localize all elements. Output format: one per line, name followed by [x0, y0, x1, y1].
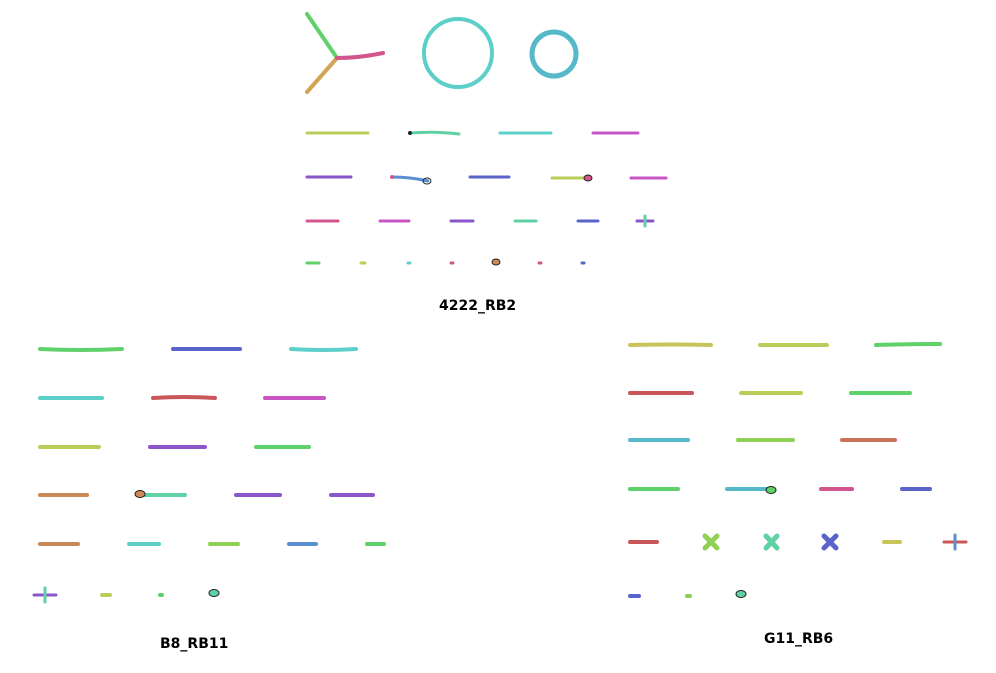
x-arm [821, 533, 839, 551]
panel-label-b8-rb11: B8_RB11 [160, 636, 229, 652]
panel-label-g11-rb6: G11_RB6 [764, 631, 834, 647]
centromere-marker [735, 590, 747, 598]
chromosome [628, 342, 713, 347]
cross-chromosome [32, 586, 58, 604]
x-arm [702, 533, 720, 551]
branched-chromosome [305, 12, 385, 94]
centromere-marker [491, 258, 501, 266]
branch-arm-orange [305, 56, 339, 94]
cross-chromosome [635, 214, 655, 228]
panel-4222-rb2 [305, 12, 668, 266]
chromosome [390, 175, 430, 183]
centromere-marker [134, 490, 146, 498]
cross-chromosome [942, 533, 968, 551]
x-chromosome [821, 533, 839, 551]
chromosome [151, 395, 217, 400]
panel-label-4222-rb2: 4222_RB2 [439, 298, 517, 314]
ring-chromosome-small [529, 29, 579, 79]
ring-chromosome-large [422, 17, 494, 89]
chromosome [874, 342, 942, 347]
centromere-marker [408, 131, 412, 135]
centromere-marker [390, 175, 394, 179]
centromere-marker [583, 174, 593, 182]
chromosome [408, 130, 461, 136]
chromosome [38, 347, 124, 352]
centromere-marker [765, 486, 777, 494]
branch-arm-pink [335, 51, 385, 60]
panel-g11-rb6 [628, 342, 968, 598]
panel-b8-rb11 [32, 347, 386, 604]
x-chromosome [763, 533, 780, 551]
x-chromosome [702, 533, 720, 551]
chromosome [289, 347, 358, 352]
centromere-marker [208, 589, 220, 597]
x-arm [763, 533, 780, 551]
centromere-marker [422, 177, 432, 185]
branch-arm-green [305, 12, 339, 60]
